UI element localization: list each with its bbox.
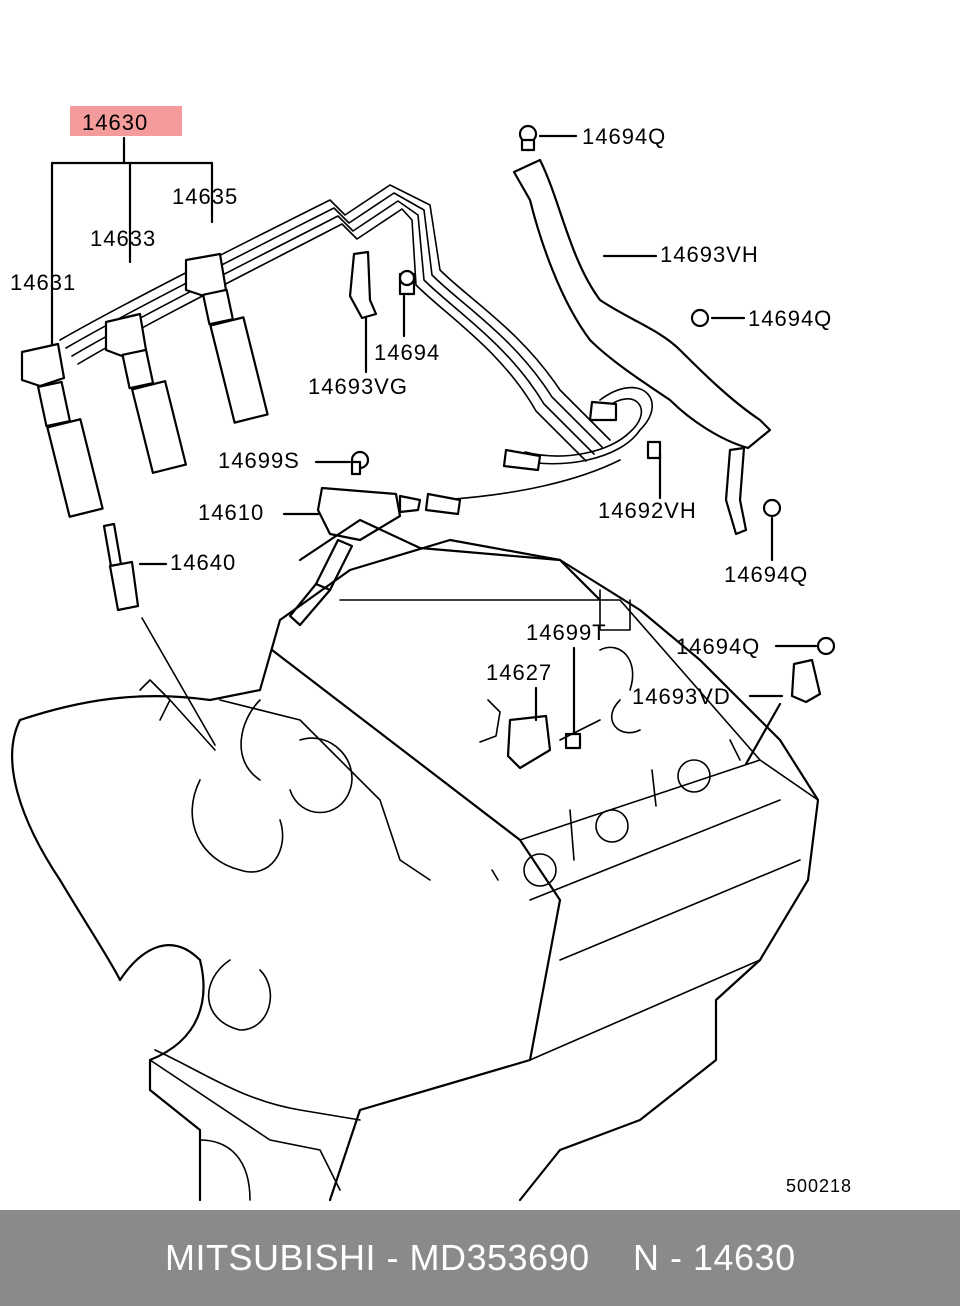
part-highlight (70, 106, 182, 136)
callout-14693VH[interactable]: 14693VH (660, 242, 759, 267)
callout-14694Q-right[interactable]: 14694Q (676, 634, 760, 659)
callout-14694Q-top[interactable]: 14694Q (582, 124, 666, 149)
callout-14631[interactable]: 14631 (10, 270, 76, 295)
bolt-14694Q-mid (690, 308, 710, 328)
part-footer: MITSUBISHI - MD353690 N - 14630 (0, 1210, 960, 1306)
callout-14633[interactable]: 14633 (90, 226, 156, 251)
callout-14640[interactable]: 14640 (170, 550, 236, 575)
callout-14699S[interactable]: 14699S (218, 448, 300, 473)
callout-14630[interactable]: 14630 (82, 110, 148, 135)
figure-id: 500218 (786, 1176, 852, 1196)
callout-14694[interactable]: 14694 (374, 340, 440, 365)
callout-14627[interactable]: 14627 (486, 660, 552, 685)
clamp-14693VG (348, 250, 378, 374)
callout-14694Q-mid[interactable]: 14694Q (748, 306, 832, 331)
bracket-14630 (50, 136, 214, 374)
clip-14692VH (646, 440, 662, 460)
clamp-14693VD (744, 658, 822, 766)
spark-plug-14640 (102, 522, 216, 746)
coil-boot-14633 (104, 312, 187, 474)
callout-14694Q-low[interactable]: 14694Q (724, 562, 808, 587)
coil-boot-14635 (184, 252, 269, 424)
bolt-14694Q-top (518, 124, 538, 152)
bolt-14699S (350, 450, 370, 476)
callout-14693VG[interactable]: 14693VG (308, 374, 408, 399)
bolt-14694Q-low (762, 498, 782, 518)
bolt-14694 (398, 269, 416, 296)
engine-assembly (11, 518, 820, 1202)
coil-boot-14631 (20, 342, 104, 518)
spark-plug-wire-set (59, 184, 653, 501)
sensor-14627 (479, 699, 552, 770)
leader-lines (138, 134, 818, 736)
callout-14635[interactable]: 14635 (172, 184, 238, 209)
ignition-coil-14610 (288, 400, 618, 627)
callout-14692VH[interactable]: 14692VH (598, 498, 697, 523)
callout-14693VD[interactable]: 14693VD (632, 684, 731, 709)
parts-diagram: 14630 (10, 106, 852, 1202)
bolt-14694Q-right (816, 636, 836, 656)
callout-14699T[interactable]: 14699T (526, 620, 607, 645)
diagram-reference: N - 14630 (633, 1237, 796, 1278)
bracket-14693VH (512, 158, 772, 536)
callout-14610[interactable]: 14610 (198, 500, 264, 525)
brand-part-number: MITSUBISHI - MD353690 (165, 1237, 590, 1278)
